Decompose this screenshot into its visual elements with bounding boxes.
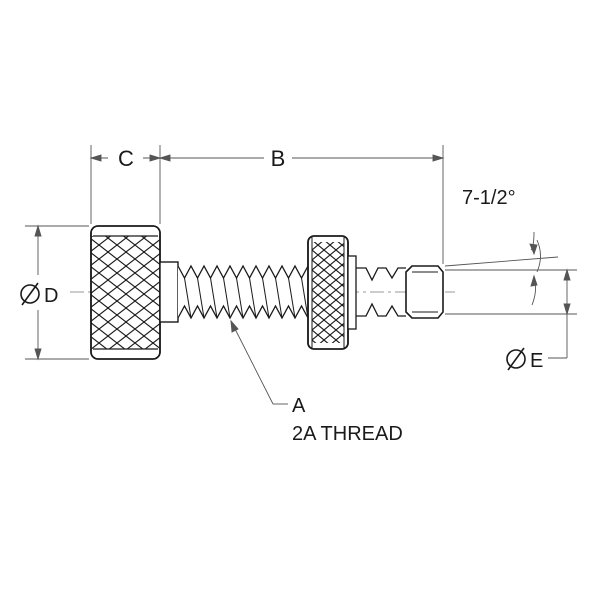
knurled-head (90, 225, 161, 360)
thread-leader (230, 319, 288, 405)
thread-crest-line (184, 277, 192, 319)
diameter-symbol-icon (506, 347, 526, 371)
thread-crest-line (223, 277, 231, 319)
shoulder-neck (159, 261, 179, 323)
thread-crest-line (301, 277, 309, 319)
threaded-shank-end (356, 267, 406, 317)
thread-crest-line (236, 277, 244, 319)
threaded-shank (177, 264, 309, 320)
thread-crest-line (249, 277, 257, 319)
diameter-symbol-icon (20, 282, 40, 306)
label-a: A (292, 395, 306, 417)
thread-crest-line (262, 277, 270, 319)
label-d: D (44, 285, 58, 307)
label-b: B (271, 146, 286, 171)
label-c: C (118, 146, 134, 171)
thread-crest-line (197, 277, 205, 319)
dog-point-tip (405, 265, 444, 319)
knurled-nut (307, 235, 357, 350)
dimension-e (445, 268, 577, 359)
label-angle: 7-1/2° (462, 187, 516, 209)
label-thread: 2A THREAD (292, 423, 403, 445)
thread-crest-line (210, 277, 218, 319)
thread-crest-line (288, 277, 296, 319)
dimension-d (25, 224, 89, 361)
dimension-b (158, 145, 445, 264)
thread-crest-line (275, 277, 283, 319)
label-e: E (530, 350, 543, 372)
dimension-angle (444, 231, 559, 306)
